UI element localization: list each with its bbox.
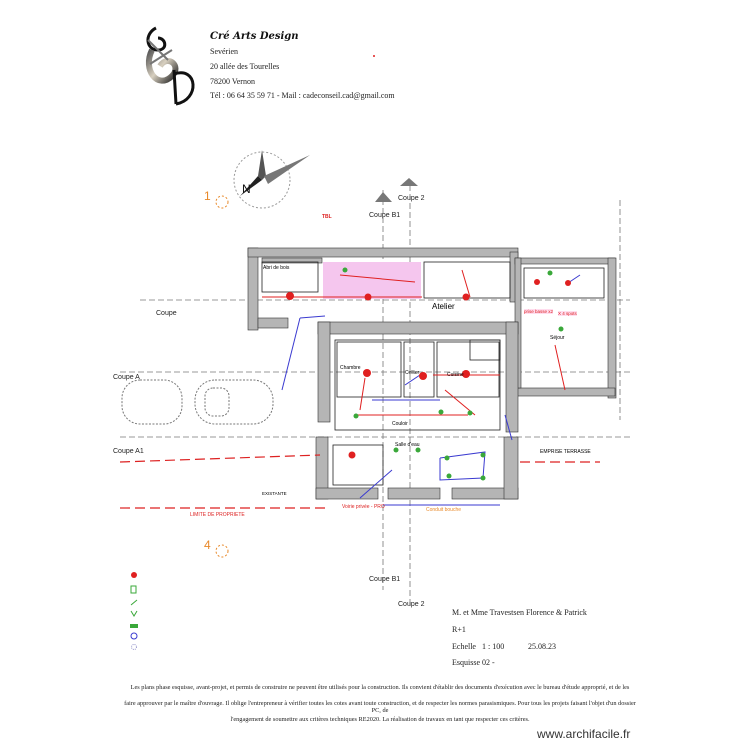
light-icon	[130, 610, 138, 617]
ceiling-light-icon	[130, 624, 138, 628]
section-label: Coupe B1	[369, 576, 401, 583]
disclaimer-line: l'engagement de soumettre aux critères t…	[230, 716, 530, 723]
section-label: Coupe A	[113, 374, 140, 381]
company-logo	[138, 20, 206, 108]
room-label-sejour: Séjour	[550, 335, 565, 341]
header-contact: Tél : 06 64 35 59 71 - Mail : cadeconsei…	[210, 91, 395, 100]
room-label-cuisine: Cuisine	[447, 372, 464, 378]
compass-icon: N	[233, 150, 310, 209]
level: R+1	[452, 625, 466, 634]
tv-icon	[131, 644, 137, 650]
client-name: M. et Mme Travestsen Florence & Patrick	[452, 608, 587, 617]
socket-icons	[286, 55, 571, 459]
header-line: 20 allée des Tourelles	[210, 62, 280, 71]
electric-wires-blue	[281, 274, 581, 506]
annotation-emprise: EMPRISE TERRASSE	[540, 449, 591, 455]
annotation-conduit: Conduit bouche	[426, 507, 462, 513]
scale-label: Echelle	[452, 642, 476, 651]
section-label: Coupe 2	[398, 195, 425, 202]
switch-icon	[130, 599, 138, 606]
section-label: Coupe 2	[398, 601, 425, 608]
annotation-spots: X 4 spots	[558, 311, 577, 316]
tbl-tag: TBL	[322, 214, 332, 220]
annotation-existante: EXISTANTE	[262, 491, 287, 496]
annotation-limite: LIMITE DE PROPRIETE	[190, 512, 245, 518]
socket-icon	[131, 572, 137, 578]
disclaimer-line: faire approuver par le maître d'ouvrage.…	[124, 700, 636, 714]
header-line: Sevérien	[210, 47, 238, 56]
date: 25.08.23	[528, 642, 556, 651]
annotation-prise: prise basse x2	[524, 309, 554, 314]
light-icons	[342, 267, 564, 481]
watermark-link[interactable]: www.archifacile.fr	[537, 727, 631, 741]
sheet-name: Esquisse 02 -	[452, 658, 495, 667]
cars	[121, 379, 274, 425]
disclaimer-line: Les plans phase esquisse, avant-projet, …	[130, 684, 630, 691]
room-label-chambre: Chambre	[340, 365, 361, 371]
section-label: Coupe A1	[113, 448, 144, 455]
scale-value: 1 : 100	[482, 642, 505, 651]
header-line: 78200 Vernon	[210, 77, 255, 86]
network-icon	[130, 632, 138, 640]
pink-zone	[323, 262, 421, 299]
room-label-cellier: Cellier	[405, 370, 420, 376]
room-label-sdb: Salle d'eau	[395, 442, 420, 448]
room-label-atelier: Atelier	[432, 302, 455, 311]
room-label-couloir: Couloir	[392, 421, 408, 427]
view-number: 4	[204, 538, 211, 552]
company-name: Cré Arts Design	[210, 31, 299, 42]
property-limit	[119, 454, 600, 509]
section-label: Coupe B1	[369, 212, 401, 219]
svg-text:N: N	[242, 182, 251, 196]
room-label-abri: Abri de bois	[263, 265, 290, 271]
section-lines	[120, 185, 630, 605]
interior-walls	[261, 261, 605, 486]
section-label: Coupe	[156, 310, 177, 317]
annotation-voirie: Voirie privée - PRO	[342, 504, 385, 510]
walls	[247, 247, 617, 500]
view-number: 1	[204, 189, 211, 203]
legend-icons	[130, 572, 138, 650]
switch-icon	[130, 585, 137, 594]
